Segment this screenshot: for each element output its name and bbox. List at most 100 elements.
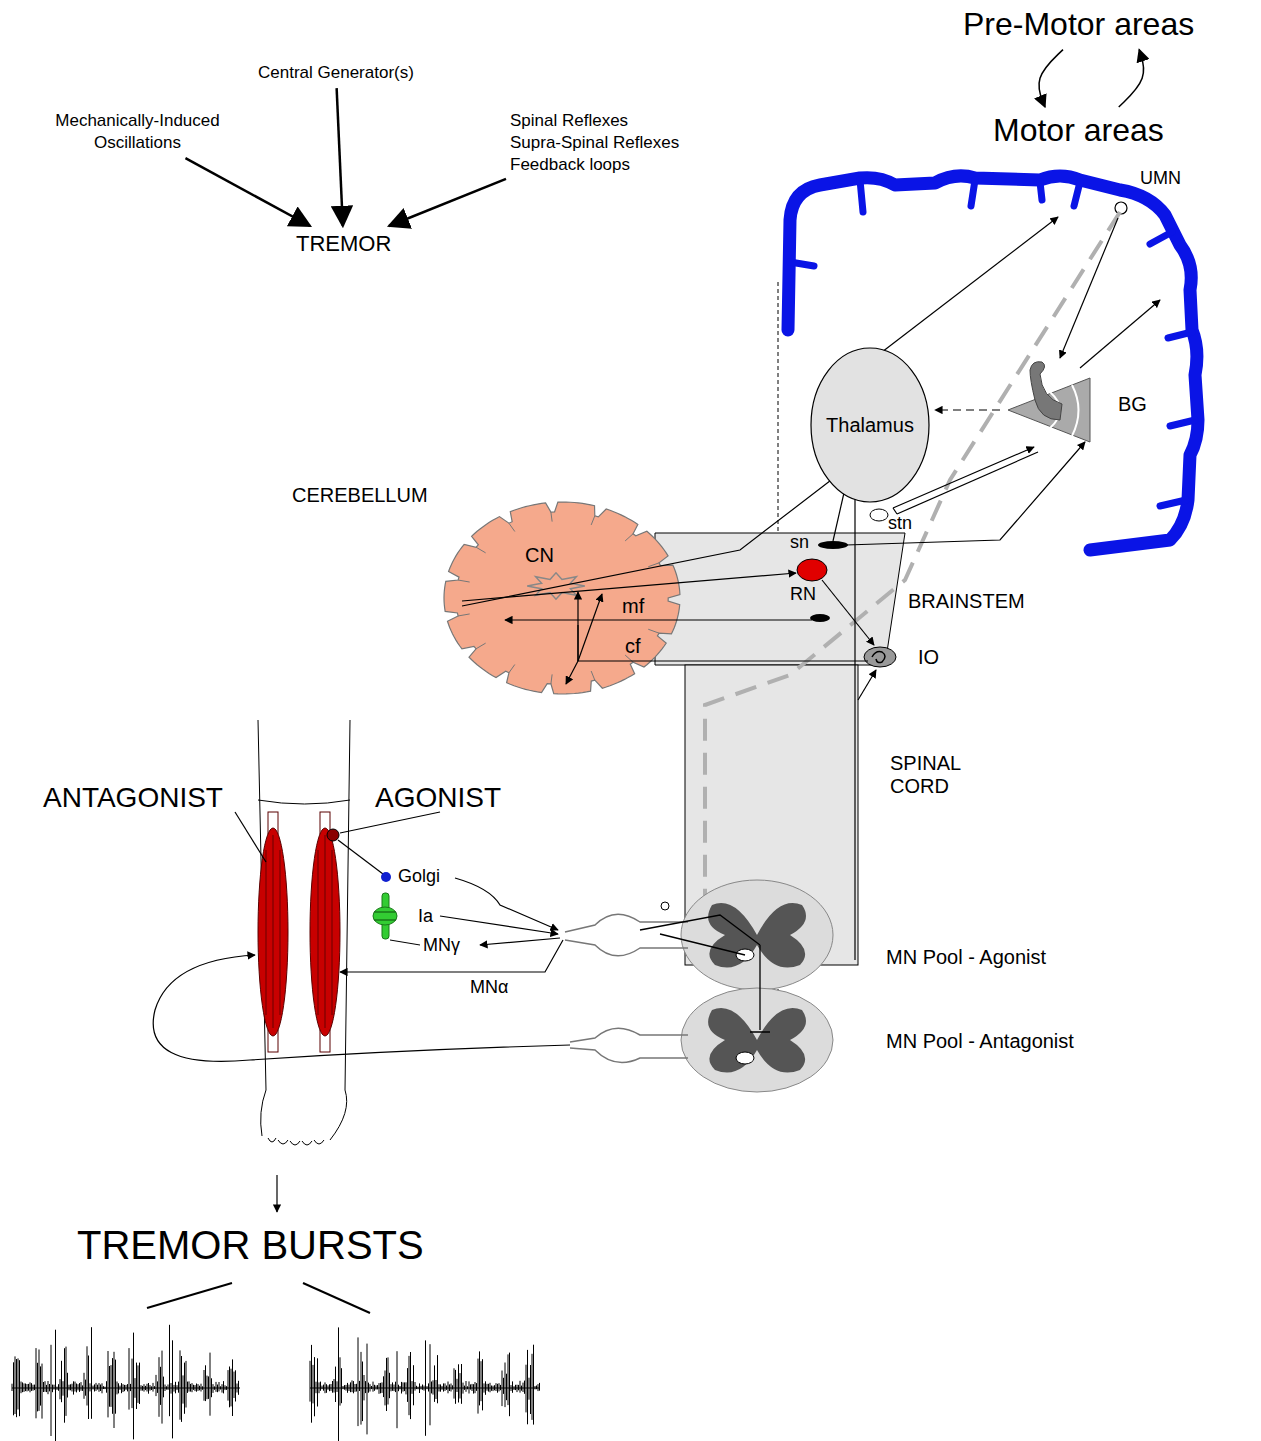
cortex-outline (788, 176, 1198, 550)
pontine-nucleus (810, 614, 830, 622)
cerebellum-shape (591, 671, 595, 680)
receptors-and-nerves (147, 1283, 232, 1308)
receptors-and-nerves (303, 1283, 370, 1313)
neural-pathways (854, 475, 855, 960)
neural-pathways (578, 625, 868, 661)
region-label: SPINAL CORD (890, 752, 1000, 798)
neural-pathways (1060, 218, 1118, 358)
region-label: BRAINSTEM (908, 590, 1025, 613)
basal-ganglia-shape (1072, 385, 1079, 436)
pool-label: MN Pool - Agonist (886, 946, 1046, 969)
muscle-spindle (390, 940, 420, 945)
node-text: Central Generator(s) (258, 62, 414, 84)
cerebellum-shape (551, 512, 552, 522)
node-text: Motor areas (993, 110, 1164, 152)
cerebellum-shape (551, 674, 552, 684)
cause-text: Mechanically-Induced Oscillations (40, 110, 235, 154)
cortex-area-text: Motor areas (993, 110, 1164, 152)
receptors-and-nerves (440, 916, 558, 934)
forearm-outline (258, 720, 350, 1145)
cerebellum-shape (509, 523, 515, 531)
node-text: Mechanically-Induced Oscillations (40, 110, 235, 154)
neural-pathways (462, 217, 1160, 960)
pool-label: MN Pool - Antagonist (886, 1030, 1074, 1053)
neural-pathways (822, 580, 874, 645)
motoneuron-label: MNα (470, 977, 508, 998)
cortex-outline (790, 180, 1195, 506)
umn-tract (705, 212, 1120, 950)
cause-text: Central Generator(s) (258, 62, 414, 84)
fiber-label: Ia (418, 906, 433, 927)
structure-label: CN (525, 544, 554, 567)
receptors-and-nerves (480, 938, 560, 945)
red-nucleus (797, 559, 827, 581)
emg-traces (12, 1325, 239, 1441)
emg-traces (12, 1388, 240, 1389)
receptors-and-nerves (276, 1175, 277, 1212)
fiber-label: cf (625, 635, 641, 658)
muscle-label: ANTAGONIST (43, 782, 223, 814)
cell-label: UMN (1140, 168, 1181, 189)
structure-label: CEREBELLUM (292, 484, 428, 507)
spinal-cross-sections (570, 1028, 688, 1062)
node-text: Pre-Motor areas (963, 4, 1194, 46)
cerebellum-shape (476, 547, 486, 553)
spinal-cross-sections (681, 880, 833, 990)
cortex-outline (788, 176, 1198, 550)
thalamus-ellipse: Thalamus (810, 347, 930, 503)
structure-label: BG (1118, 393, 1147, 416)
neural-pathways (505, 619, 812, 620)
muscle-spindle (374, 912, 396, 920)
cerebellum-shape (509, 665, 515, 673)
muscle-spindle (373, 893, 420, 945)
inferior-olive (864, 647, 896, 667)
structure-label: RN (790, 584, 816, 605)
structure-label: stn (888, 513, 912, 534)
arrow-connector (389, 179, 506, 226)
neural-pathways (1080, 300, 1160, 368)
emg-traces (12, 1325, 540, 1441)
neural-pathways (858, 670, 876, 700)
spinal-cross-sections (640, 915, 770, 1032)
forearm-outline (268, 1138, 324, 1145)
cerebellum-shape (458, 614, 470, 616)
receptors-and-nerves (235, 812, 266, 862)
muscles (258, 812, 340, 1052)
stn-nucleus (870, 509, 888, 521)
forearm-outline (258, 800, 350, 804)
cerebellum-shape (648, 629, 659, 633)
spinal-cross-sections (736, 1052, 754, 1064)
spinal-cross-sections (661, 902, 669, 910)
emg-traces (310, 1388, 540, 1389)
spinal-cross-sections (565, 914, 688, 956)
receptor-label: Golgi (398, 866, 440, 887)
spinal-cross-sections (708, 903, 806, 968)
neural-pathways (882, 217, 1058, 352)
cerebellum-shape (476, 643, 486, 649)
receptors-and-nerves (455, 878, 558, 930)
receptors-and-nerves (153, 955, 570, 1061)
motoneuron-label: MNγ (423, 935, 460, 956)
umn-cell (1115, 202, 1127, 214)
muscle-label: AGONIST (375, 782, 501, 814)
neural-pathways (577, 592, 578, 661)
cause-text: Spinal ReflexesSupra-Spinal ReflexesFeed… (510, 110, 679, 176)
basal-ganglia-shape (1008, 362, 1090, 442)
structure-label: IO (918, 646, 939, 669)
inferior-olive (864, 647, 896, 667)
receptors-and-nerves (338, 840, 383, 874)
node-text: Thalamus (826, 412, 914, 438)
muscle-spindle (373, 907, 397, 925)
ellipse-outline (811, 348, 929, 502)
structure-label: sn (790, 532, 809, 553)
neural-pathways (578, 594, 602, 661)
emg-traces (310, 1327, 540, 1441)
brainstem-band (655, 533, 905, 665)
arrow-connector (1119, 50, 1144, 107)
cerebellum-shape (444, 502, 680, 694)
fiber-label: mf (622, 595, 644, 618)
spinal-cross-sections (681, 988, 833, 1092)
spinal-cross-sections (708, 1008, 806, 1073)
cerebellum-shape (444, 502, 680, 694)
